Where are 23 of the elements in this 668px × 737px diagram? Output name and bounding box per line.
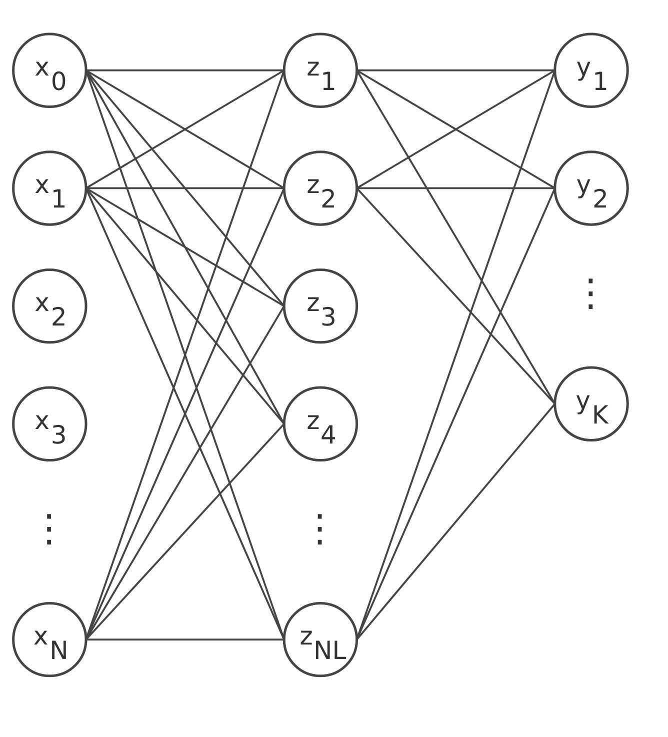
label: ⋮ <box>572 270 610 314</box>
connector <box>86 638 284 640</box>
connector <box>86 70 285 190</box>
connector <box>85 70 285 640</box>
connector <box>85 70 285 307</box>
connector <box>85 306 285 640</box>
connector <box>86 187 284 190</box>
connector <box>86 69 284 72</box>
connector <box>356 188 556 640</box>
connector <box>85 70 285 424</box>
connector <box>356 70 556 190</box>
connector <box>356 69 555 72</box>
connector <box>356 187 555 190</box>
connector <box>356 403 556 640</box>
label: ⋮ <box>301 506 339 550</box>
label: ⋮ <box>30 506 68 550</box>
connector <box>356 70 556 404</box>
connector <box>85 188 285 640</box>
connector <box>86 187 285 307</box>
connector <box>356 70 556 640</box>
connector <box>356 188 556 404</box>
connector <box>85 423 285 640</box>
connector <box>85 188 285 425</box>
